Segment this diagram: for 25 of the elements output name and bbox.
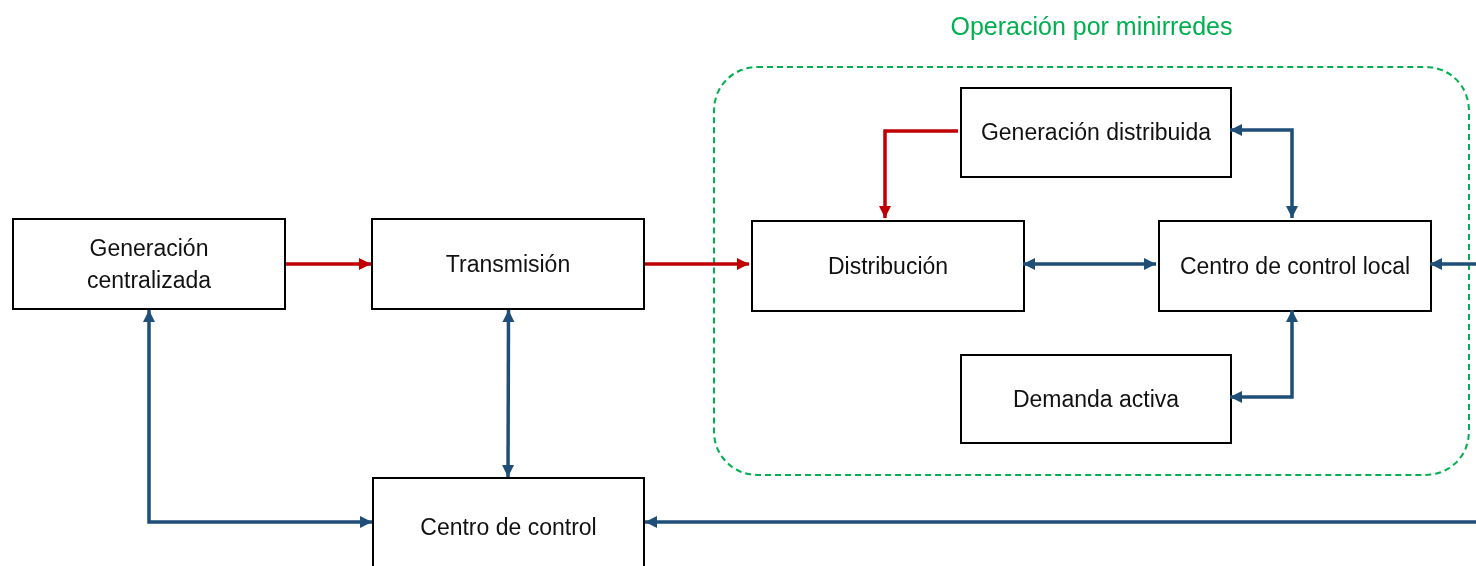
connector-arrow [1023, 258, 1156, 270]
process-box [960, 354, 1232, 444]
connector-arrow [645, 516, 1476, 528]
connector-arrow [1230, 124, 1298, 218]
connector-arrow [286, 258, 371, 270]
box-label: Centro de control [419, 512, 598, 542]
connector-arrow [143, 310, 372, 528]
connector-arrow [1430, 258, 1476, 270]
group-title: Operación por minirredes [949, 12, 1234, 41]
process-box [12, 218, 286, 310]
box-label: Centro de control local [1178, 251, 1412, 281]
process-box [1158, 220, 1432, 312]
box-label: Generación centralizada [86, 233, 212, 295]
process-box [960, 87, 1232, 178]
process-box [751, 220, 1025, 312]
connector-arrow [1230, 310, 1298, 403]
box-label: Transmisión [444, 249, 572, 279]
process-box [372, 477, 645, 566]
box-label: Generación distribuida [979, 118, 1213, 148]
connector-arrow [645, 258, 749, 270]
connector-arrow [879, 129, 958, 218]
box-label: Distribución [826, 251, 950, 281]
process-box [371, 218, 645, 310]
box-label: Demanda activa [1011, 384, 1181, 414]
connector-arrow [502, 310, 515, 477]
